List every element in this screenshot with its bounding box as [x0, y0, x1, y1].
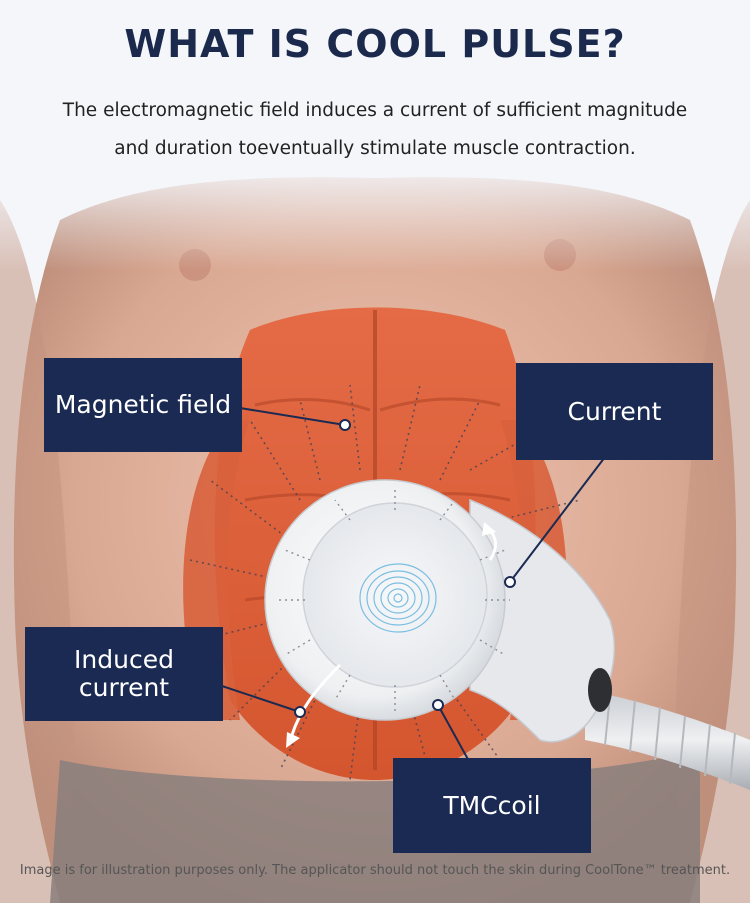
applicator: [264, 479, 750, 790]
callout-dots: [294, 419, 516, 718]
page-title: WHAT IS COOL PULSE?: [124, 22, 626, 66]
label-magnetic-field: Magnetic field: [44, 358, 242, 452]
label-tmc-coil: TMCcoil: [393, 758, 591, 853]
page-subtitle: The electromagnetic field induces a curr…: [62, 100, 688, 159]
label-current: Current: [516, 363, 713, 460]
label-induced-current: Induced current: [25, 627, 223, 721]
disclaimer-text: Image is for illustration purposes only.…: [19, 863, 731, 878]
